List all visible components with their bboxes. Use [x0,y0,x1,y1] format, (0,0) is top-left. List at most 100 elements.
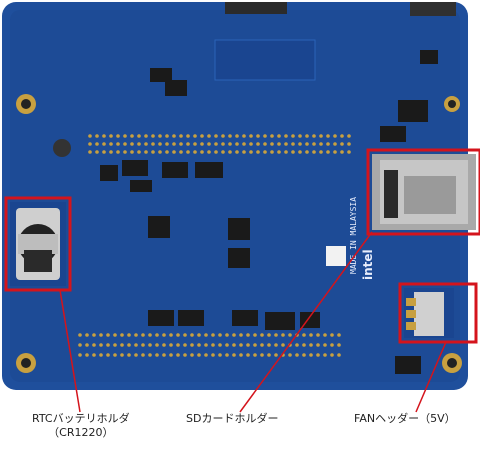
header-pin [186,142,190,146]
header-pin [256,150,260,154]
header-pin [193,134,197,138]
header-pin [340,142,344,146]
header-pin [130,142,134,146]
header-pin [120,353,124,357]
header-pin [99,333,103,337]
header-pin [228,150,232,154]
sd-label: SDカードホルダー [186,412,279,425]
header-pin [148,333,152,337]
header-pin [109,134,113,138]
rtc-highlight-box [4,196,72,292]
header-pin [302,333,306,337]
header-pin [197,343,201,347]
header-pin [99,353,103,357]
header-pin [151,150,155,154]
header-pin [326,142,330,146]
header-pin [337,343,341,347]
header-pin [277,142,281,146]
header-pin [162,343,166,347]
header-pin [176,353,180,357]
header-pin [179,150,183,154]
header-pin [239,353,243,357]
header-pin [260,353,264,357]
header-pin [295,353,299,357]
header-pin [319,150,323,154]
header-pin [270,134,274,138]
header-pin [232,343,236,347]
header-pin [347,134,351,138]
header-pin [221,134,225,138]
header-pin [267,343,271,347]
header-pin [155,343,159,347]
header-pin [113,333,117,337]
header-pin [263,134,267,138]
header-pin [92,333,96,337]
header-pin [235,134,239,138]
header-pin [127,343,131,347]
header-pin [316,333,320,337]
header-pin [319,134,323,138]
header-pin [151,134,155,138]
header-pin [263,150,267,154]
header-pin [249,134,253,138]
header-pin [305,134,309,138]
header-pin [291,150,295,154]
top-connector [225,2,287,14]
header-pin [179,134,183,138]
header-pin [92,353,96,357]
header-pin [85,353,89,357]
header-pin [298,142,302,146]
header-pin [172,142,176,146]
header-pin [176,343,180,347]
header-pin [134,333,138,337]
header-pin [284,150,288,154]
header-pin [141,333,145,337]
header-pin [249,142,253,146]
header-pin [228,134,232,138]
header-pin [172,150,176,154]
header-pin [85,343,89,347]
header-pin [246,343,250,347]
header-pin [130,134,134,138]
header-pin [127,353,131,357]
header-pin [95,142,99,146]
header-pin [232,353,236,357]
header-pin [106,353,110,357]
header-pin [235,142,239,146]
header-pin [253,343,257,347]
header-pin [326,150,330,154]
pcb-inner-shade [10,10,460,382]
header-pin [116,134,120,138]
header-pin [162,333,166,337]
header-pin [102,134,106,138]
header-pin [183,333,187,337]
header-pin [200,142,204,146]
header-pin [337,333,341,337]
header-pin [256,134,260,138]
fan-highlight-box [398,282,478,344]
pin-header-rows [78,134,351,357]
header-pin [347,142,351,146]
header-pin [99,343,103,347]
header-pin [137,134,141,138]
intel-logo: intel [361,249,375,280]
header-pin [176,333,180,337]
header-pin [193,150,197,154]
header-pin [305,142,309,146]
header-pin [340,150,344,154]
header-pin [284,142,288,146]
header-pin [130,150,134,154]
header-pin [312,134,316,138]
header-pin [326,134,330,138]
header-pin [137,142,141,146]
top-right-connector [410,2,456,16]
header-pin [106,343,110,347]
header-pin [144,134,148,138]
header-pin [214,142,218,146]
header-pin [197,353,201,357]
header-pin [305,150,309,154]
header-pin [190,343,194,347]
callout-lines [59,231,447,413]
header-pin [309,333,313,337]
header-pin [221,150,225,154]
